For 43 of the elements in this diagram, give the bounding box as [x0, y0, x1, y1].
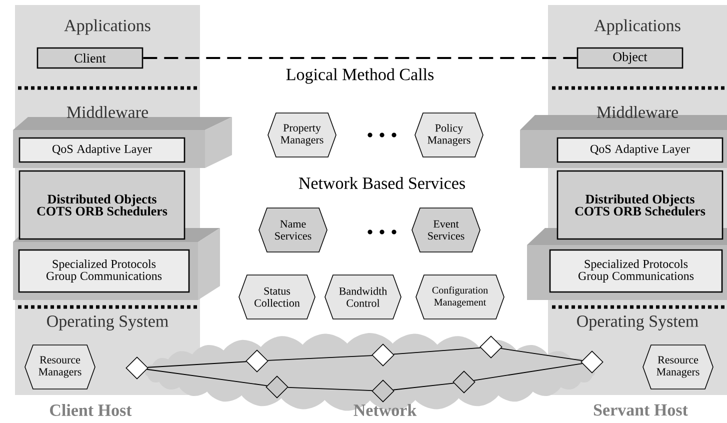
network-link — [147, 361, 247, 368]
layer-heading: Operating System — [577, 316, 698, 330]
layer-box: Distributed Objects COTS ORB Schedulers — [556, 170, 724, 240]
service-hexagon: Name Services — [258, 208, 328, 252]
service-hexagon: Property Managers — [268, 112, 336, 158]
router-diamond — [372, 380, 394, 402]
layer-heading: Operating System — [47, 316, 168, 330]
host-label: Servant Host — [594, 404, 688, 416]
network-cloud: Network — [145, 333, 595, 416]
service-hexagon: Configuration Management — [416, 274, 504, 320]
service-hexagon: Status Collection — [238, 274, 316, 320]
layer-heading: Middleware — [596, 106, 678, 118]
network-link — [473, 363, 583, 381]
layer-box: QoS Adaptive Layer — [556, 137, 724, 163]
layer-box: Object — [576, 47, 684, 69]
router-diamond — [126, 356, 148, 380]
layer-box: QoS Adaptive Layer — [18, 137, 186, 163]
layer-heading: Applications — [64, 19, 150, 35]
network-link — [393, 347, 481, 355]
service-hexagon: Bandwidth Control — [324, 274, 402, 320]
layer-box: Distributed Objects COTS ORB Schedulers — [18, 170, 186, 240]
method-call-line — [143, 57, 577, 59]
host-label: Client Host — [50, 404, 132, 416]
layer-box: Client — [36, 47, 144, 69]
router-diamond — [452, 370, 476, 394]
router-diamond — [372, 344, 394, 366]
service-hexagon: Event Services — [412, 208, 480, 252]
router-diamond — [480, 336, 502, 358]
layer-heading: Middleware — [66, 106, 148, 118]
router-diamond — [246, 350, 268, 372]
layer-box: Specialized Protocols Group Communications — [549, 249, 723, 293]
network-link — [500, 348, 583, 361]
section-heading: Network Based Services — [298, 177, 465, 189]
router-diamond — [580, 350, 604, 374]
layer-heading: Applications — [594, 19, 680, 35]
network-link — [392, 382, 454, 390]
router-diamond — [266, 376, 288, 398]
service-hexagon: Policy Managers — [414, 112, 484, 158]
network-link — [288, 386, 372, 392]
layer-box: Specialized Protocols Group Communications — [18, 249, 190, 293]
network-link — [267, 355, 373, 361]
network-link — [146, 368, 268, 386]
edge-label: Logical Method Calls — [286, 68, 434, 84]
